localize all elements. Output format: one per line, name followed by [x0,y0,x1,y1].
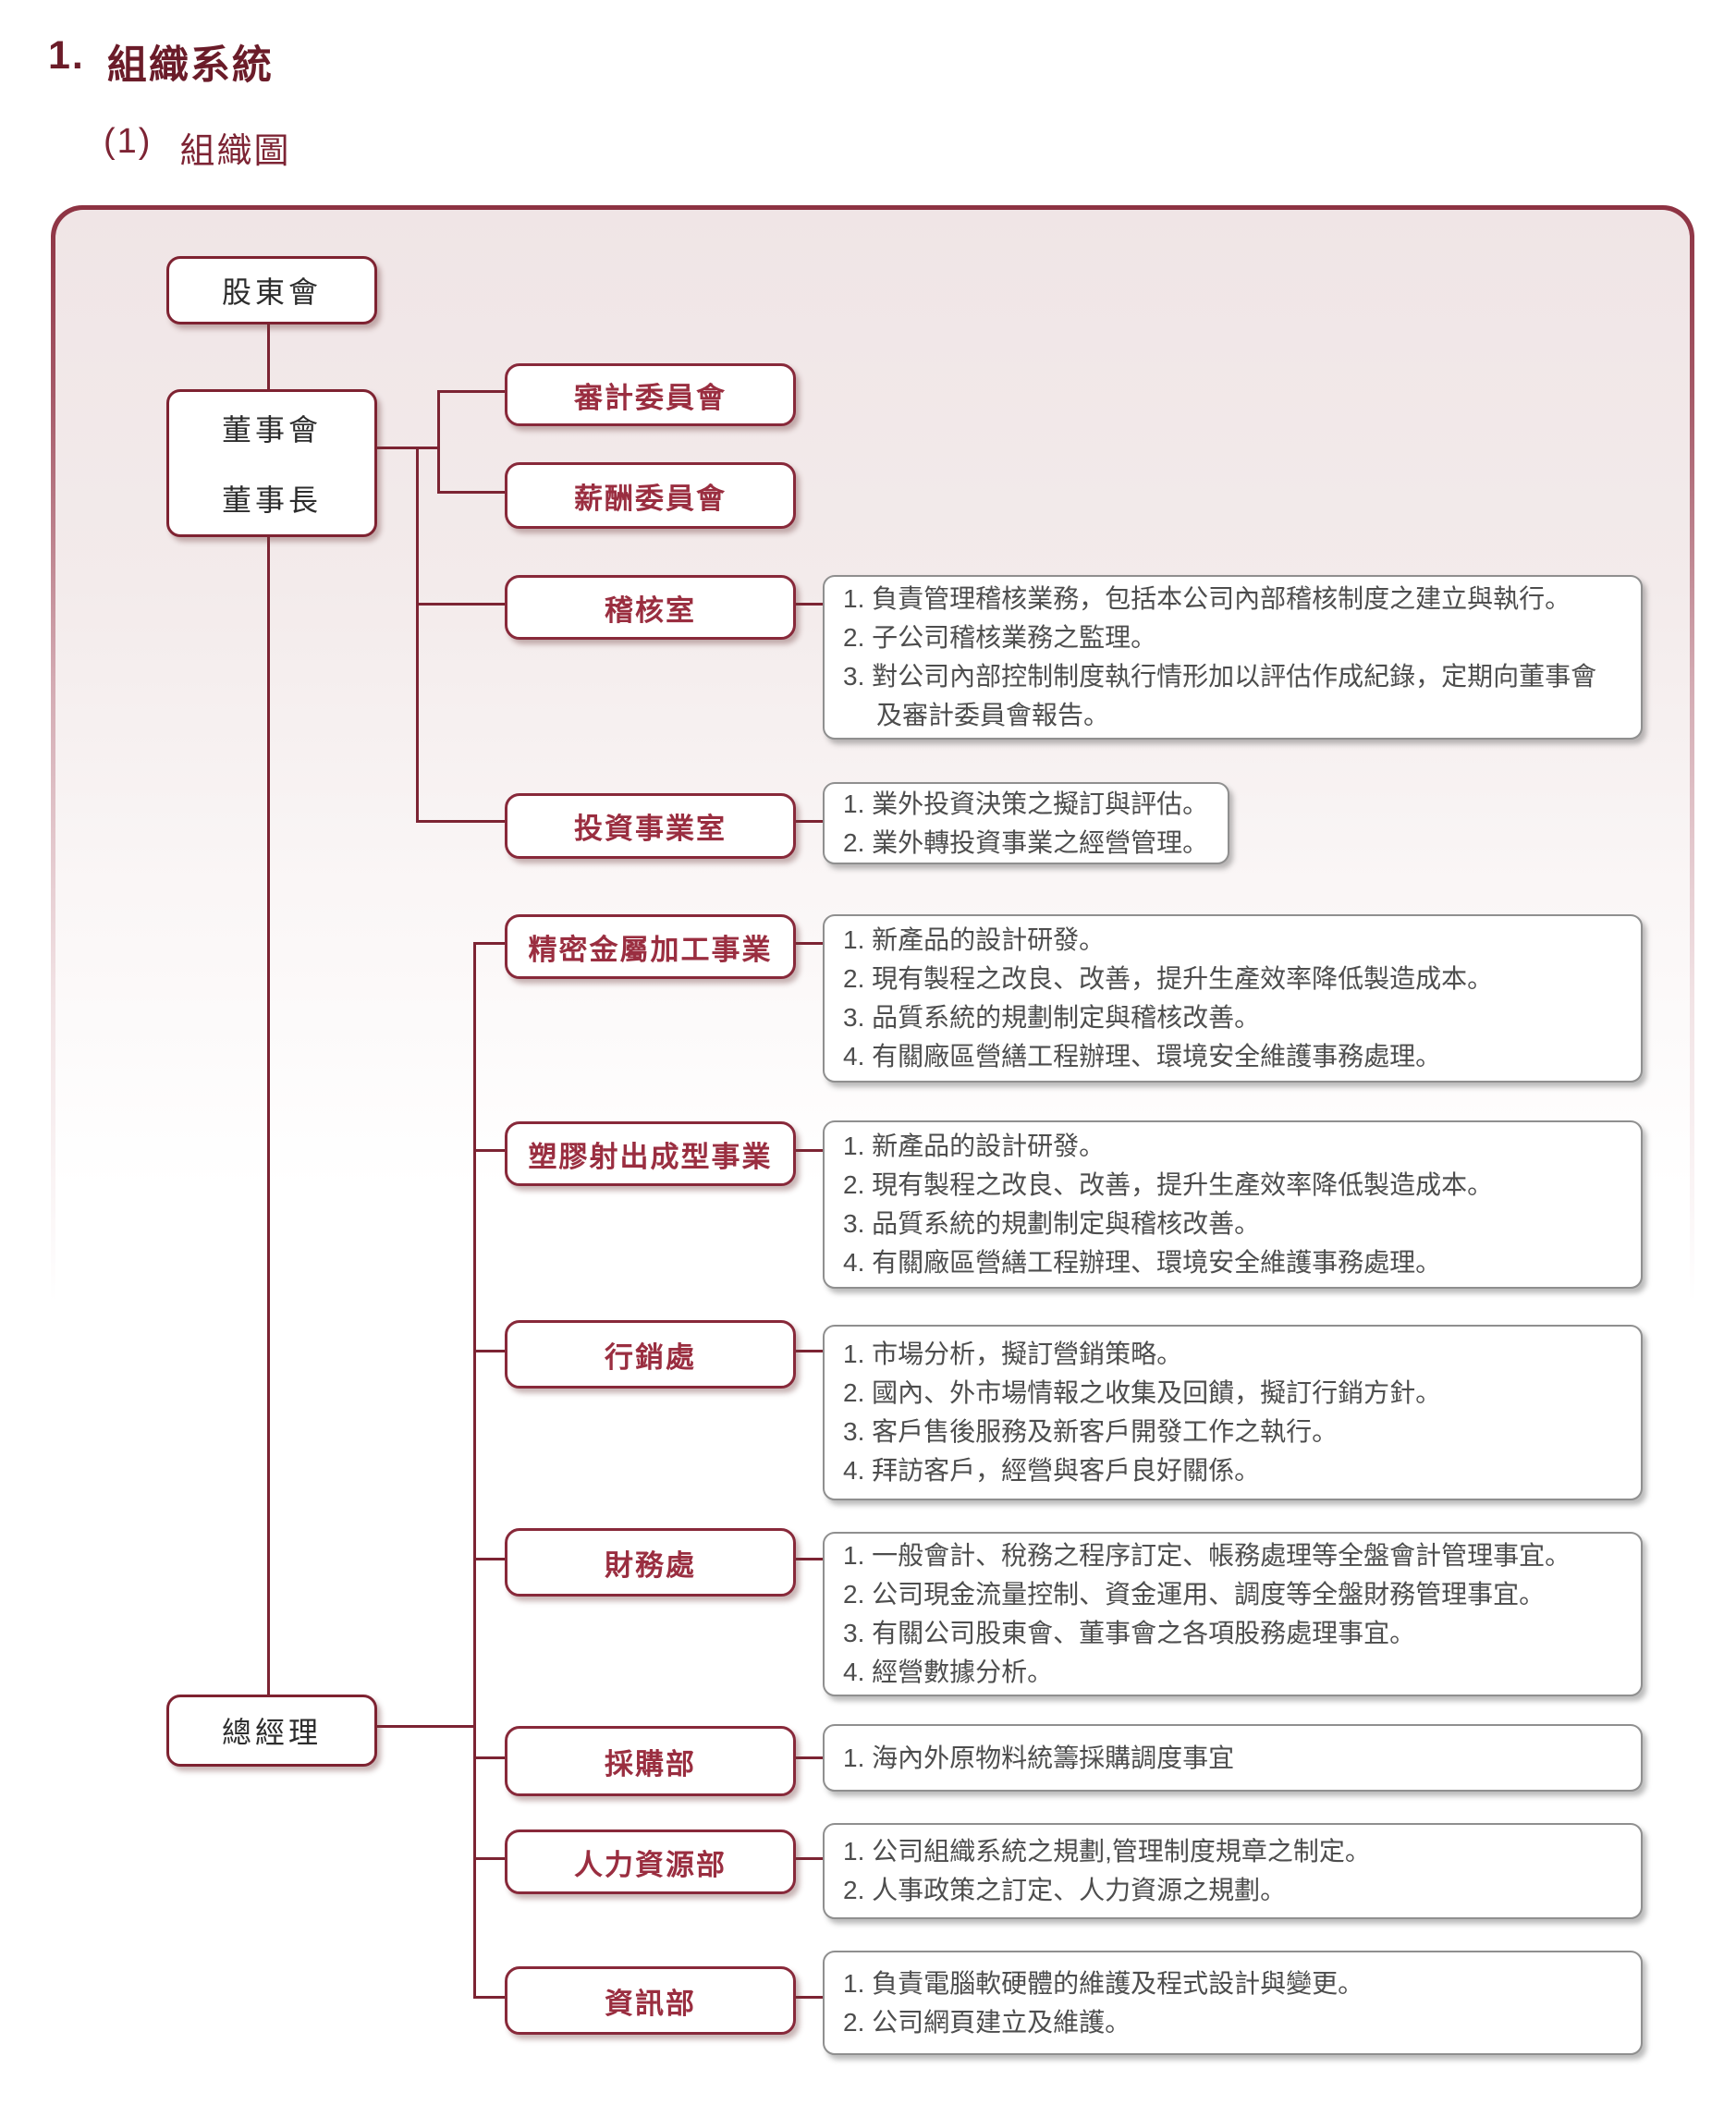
duties-finance-division: 1. 一般會計、稅務之程序訂定、帳務處理等全盤會計管理事宜。 2. 公司現金流量… [823,1532,1643,1696]
node-committee-compensation: 薪酬委員會 [505,462,796,529]
duties-plastic-injection-bu: 1. 新產品的設計研發。 2. 現有製程之改良、改善，提升生產效率降低製造成本。… [823,1120,1643,1289]
duty-item: 4. 有關廠區營繕工程辦理、環境安全維護事務處理。 [843,1248,1442,1277]
connector-line [473,1149,507,1152]
duties-investment-office: 1. 業外投資決策之擬訂與評估。 2. 業外轉投資事業之經營管理。 [823,782,1229,864]
duty-item: 2. 現有製程之改良、改善，提升生產效率降低製造成本。 [843,964,1494,993]
duty-item: 4. 拜訪客戶，經營與客戶良好關係。 [843,1456,1261,1485]
connector-line [473,1857,507,1860]
node-purchasing-dept: 採購部 [505,1726,796,1796]
connector-line [790,820,825,823]
duty-item: 3. 對公司內部控制制度執行情形加以評估作成紀錄，定期向董事會及審計委員會報告。 [843,662,1597,729]
node-label: 審計委員會 [574,381,727,414]
duty-item: 1. 一般會計、稅務之程序訂定、帳務處理等全盤會計管理事宜。 [843,1541,1571,1570]
org-chart-canvas: 股東會 董事會 董事長 總經理 審計委員會 薪酬委員會 稽核室 投資事業室 精密… [51,205,1694,2097]
connector-line [790,1558,825,1560]
duty-item: 1. 新產品的設計研發。 [843,1132,1106,1160]
node-it-dept: 資訊部 [505,1966,796,2035]
duty-item: 2. 業外轉投資事業之經營管理。 [843,827,1209,857]
connector-line [437,491,507,494]
node-label: 財務處 [605,1548,696,1582]
node-label: 精密金屬加工事業 [528,933,773,966]
node-label: 行銷處 [605,1340,696,1374]
connector-line [473,1756,507,1759]
connector-line [372,447,440,449]
duty-item: 1. 業外投資決策之擬訂與評估。 [843,789,1209,818]
duty-item: 1. 新產品的設計研發。 [843,925,1106,954]
duties-it-dept: 1. 負責電腦軟硬體的維護及程式設計與變更。 2. 公司網頁建立及維護。 [823,1951,1643,2055]
node-label: 資訊部 [605,1987,696,2020]
connector-line [416,820,507,823]
node-board: 董事會 董事長 [166,389,377,537]
node-precision-metal-bu: 精密金屬加工事業 [505,914,796,979]
page-title-number: 1. [48,33,85,78]
connector-line [267,532,270,1696]
section-subtitle-number: (1) [104,122,153,161]
duties-hr-dept: 1. 公司組織系統之規劃,管理制度規章之制定。 2. 人事政策之訂定、人力資源之… [823,1823,1643,1919]
node-general-manager: 總經理 [166,1695,377,1767]
node-label: 投資事業室 [574,813,727,845]
section-subtitle-text: 組織圖 [179,132,291,171]
section-subtitle: (1) 組織圖 [104,122,290,173]
connector-line [437,390,440,494]
page-title-text: 組織系統 [106,43,274,88]
connector-line [790,603,825,606]
connector-line [473,1350,507,1352]
node-committee-audit: 審計委員會 [505,363,796,426]
duty-item: 3. 品質系統的規劃制定與稽核改善。 [843,1209,1261,1238]
connector-line [790,1857,825,1860]
duty-item: 3. 品質系統的規劃制定與稽核改善。 [843,1003,1261,1032]
node-label: 人力資源部 [574,1848,727,1881]
node-investment-office: 投資事業室 [505,793,796,859]
duty-item: 1. 市場分析，擬訂營銷策略。 [843,1340,1183,1368]
duties-marketing-division: 1. 市場分析，擬訂營銷策略。 2. 國內、外市場情報之收集及回饋，擬訂行銷方針… [823,1325,1643,1500]
duty-item: 3. 有關公司股東會、董事會之各項股務處理事宜。 [843,1619,1416,1647]
node-marketing-division: 行銷處 [505,1320,796,1389]
connector-line [790,1756,825,1759]
duty-item: 2. 人事政策之訂定、人力資源之規劃。 [843,1876,1287,1904]
connector-line [267,319,270,391]
node-label: 塑膠射出成型事業 [528,1140,773,1173]
page-title: 1. 組織系統 [48,33,274,91]
connector-line [416,447,419,823]
duty-item: 1. 負責管理稽核業務，包括本公司內部稽核制度之建立與執行。 [843,584,1571,613]
duties-purchasing-dept: 1. 海內外原物料統籌採購調度事宜 [823,1724,1643,1792]
duty-item: 2. 公司現金流量控制、資金運用、調度等全盤財務管理事宜。 [843,1580,1546,1609]
duties-audit-office: 1. 負責管理稽核業務，包括本公司內部稽核制度之建立與執行。 2. 子公司稽核業… [823,575,1643,740]
duty-item: 4. 經營數據分析。 [843,1658,1054,1686]
duty-item: 1. 公司組織系統之規劃,管理制度規章之制定。 [843,1837,1371,1866]
connector-line [790,1350,825,1352]
node-plastic-injection-bu: 塑膠射出成型事業 [505,1121,796,1186]
node-label: 稽核室 [605,593,696,627]
node-label: 薪酬委員會 [574,482,727,515]
connector-line [790,1149,825,1152]
connector-line [790,1996,825,1999]
node-audit-office: 稽核室 [505,575,796,640]
connector-line [416,603,507,606]
connector-line [473,942,507,945]
node-label: 總經理 [221,1716,322,1749]
duty-item: 1. 負責電腦軟硬體的維護及程式設計與變更。 [843,1968,1364,1998]
connector-line [473,942,476,1999]
duty-item: 2. 子公司稽核業務之監理。 [843,623,1157,652]
connector-line [790,942,825,945]
connector-line [473,1996,507,1999]
duty-item: 4. 有關廠區營繕工程辦理、環境安全維護事務處理。 [843,1042,1442,1071]
node-shareholders: 股東會 [166,256,377,324]
node-label: 董事會 [221,413,322,447]
duty-item: 2. 公司網頁建立及維護。 [843,2007,1131,2037]
node-label: 董事長 [221,483,322,517]
duty-item: 2. 現有製程之改良、改善，提升生產效率降低製造成本。 [843,1170,1494,1199]
node-label: 股東會 [221,275,322,309]
node-finance-division: 財務處 [505,1528,796,1597]
connector-line [473,1558,507,1560]
duties-precision-metal-bu: 1. 新產品的設計研發。 2. 現有製程之改良、改善，提升生產效率降低製造成本。… [823,914,1643,1083]
connector-line [372,1725,476,1728]
duty-item: 2. 國內、外市場情報之收集及回饋，擬訂行銷方針。 [843,1378,1442,1407]
connector-line [437,390,507,393]
node-label: 採購部 [605,1747,696,1780]
duty-item: 3. 客戶售後服務及新客戶開發工作之執行。 [843,1417,1339,1446]
node-hr-dept: 人力資源部 [505,1829,796,1894]
duty-item: 1. 海內外原物料統籌採購調度事宜 [843,1743,1235,1772]
